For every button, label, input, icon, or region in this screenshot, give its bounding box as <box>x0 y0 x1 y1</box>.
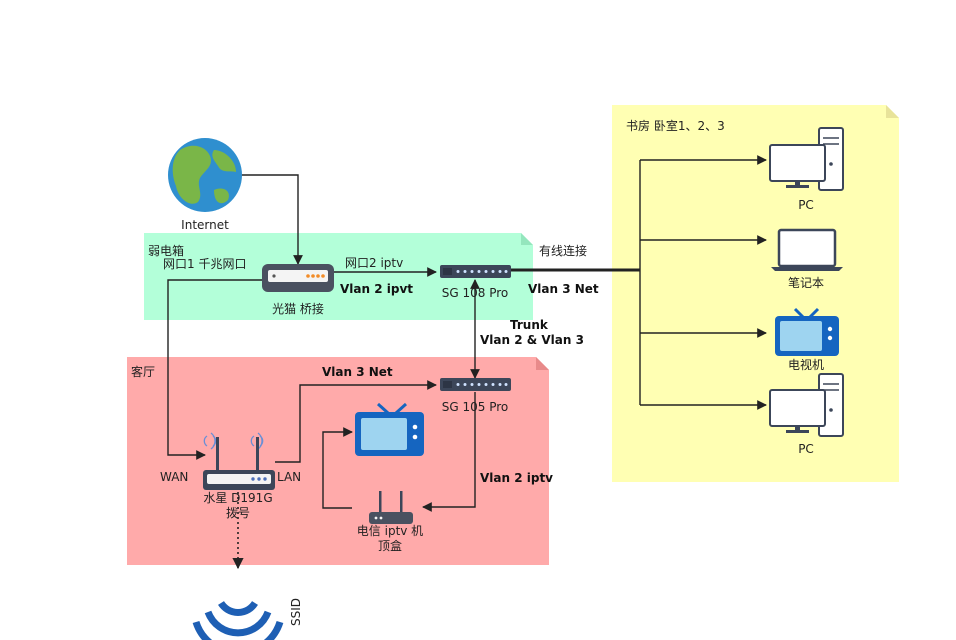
port2-iptv-label: 网口2 iptv <box>345 256 403 270</box>
laptop-label: 笔记本 <box>788 275 824 290</box>
link-internet-modem <box>240 174 303 265</box>
wired-label: 有线连接 <box>539 243 587 258</box>
globe-icon <box>168 138 242 212</box>
switch-icon <box>440 378 511 391</box>
switch-icon <box>440 265 511 278</box>
modem-icon <box>262 264 334 292</box>
wan-label: WAN <box>160 470 188 484</box>
study-zone: 书房 卧室1、2、3 <box>612 105 899 482</box>
pc1-label: PC <box>798 198 814 212</box>
pc2-label: PC <box>798 442 814 456</box>
sg108-label: SG 108 Pro <box>442 286 509 300</box>
link-iptv-tv <box>322 427 353 509</box>
router-icon <box>203 432 275 490</box>
iptv-box-icon <box>369 491 413 524</box>
link-router-sg105 <box>275 380 437 463</box>
modem-label: 光猫 桥接 <box>272 301 324 316</box>
vlan2-iptv-label: Vlan 2 iptv <box>480 471 553 485</box>
vlan2-ipvt-label: Vlan 2 ipvt <box>340 282 413 296</box>
lan-label: LAN <box>277 470 301 484</box>
router-label: 水星 D191G <box>203 491 272 505</box>
living-zone: 客厅 <box>127 357 549 565</box>
weakbox-zone: 弱电箱 <box>144 233 533 320</box>
study-zone-label: 书房 卧室1、2、3 <box>626 118 725 133</box>
link-modem-router <box>167 279 262 460</box>
tv-room-label: 电视机 <box>788 357 824 372</box>
ssid-label: SSID <box>289 598 303 626</box>
vlan3-net-top-label: Vlan 3 Net <box>528 282 599 296</box>
vlan3-net-living-label: Vlan 3 Net <box>322 365 393 379</box>
iptv-box-label: 电信 iptv 机 <box>357 524 423 538</box>
pc-icon <box>769 373 844 437</box>
iptv-box-sublabel: 顶盒 <box>378 538 402 553</box>
laptop-icon <box>771 228 843 271</box>
pc-icon <box>769 127 844 191</box>
trunk-vlans-label: Vlan 2 & Vlan 3 <box>480 333 584 347</box>
tv-icon <box>775 307 839 356</box>
router-sublabel: 拨号 <box>226 506 250 520</box>
sg105-label: SG 105 Pro <box>442 400 509 414</box>
connections <box>167 155 767 570</box>
wifi-icon <box>192 600 284 640</box>
trunk-label: Trunk <box>510 318 549 332</box>
modem-port-note: 网口1 千兆网口 <box>163 257 246 271</box>
tv-icon <box>355 402 424 456</box>
living-zone-label: 客厅 <box>131 364 155 379</box>
weakbox-zone-label: 弱电箱 <box>148 243 184 258</box>
link-sg105-iptv <box>422 392 476 512</box>
internet-label: Internet <box>181 218 229 232</box>
